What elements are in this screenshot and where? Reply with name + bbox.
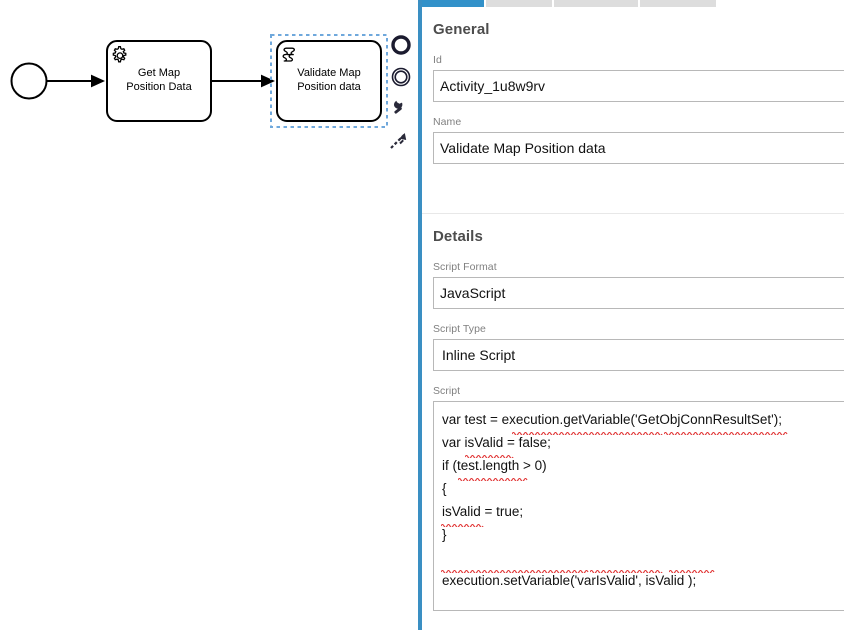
- task-label-line2: Position data: [297, 81, 361, 93]
- service-task-get-map-position-data[interactable]: Get Map Position Data: [106, 40, 212, 122]
- field-script: Script var test = execution.getVariable(…: [433, 384, 844, 611]
- field-script-format: Script Format: [433, 260, 844, 309]
- task-label-line2: Position Data: [126, 81, 192, 93]
- properties-panel: General Id Name Details Script Format Sc…: [422, 0, 844, 630]
- script-type-select[interactable]: Inline Script: [433, 339, 844, 371]
- field-label-id: Id: [433, 54, 442, 66]
- wrench-icon: [393, 100, 403, 114]
- name-input[interactable]: [433, 132, 844, 164]
- group-details: Details Script Format Script Type Inline…: [422, 214, 844, 611]
- append-end-event-button[interactable]: [391, 35, 411, 55]
- field-label-name: Name: [433, 116, 462, 128]
- group-title-details: Details: [433, 228, 483, 245]
- task-label-line1: Get Map: [138, 67, 180, 79]
- circle-thick-icon: [391, 35, 411, 55]
- tab-4[interactable]: [640, 0, 716, 7]
- script-textarea[interactable]: var test = execution.getVariable('GetObj…: [433, 401, 844, 611]
- group-general: General Id Name: [422, 7, 844, 213]
- start-event[interactable]: [10, 62, 48, 100]
- panel-splitter[interactable]: [418, 0, 422, 630]
- script-icon: [282, 47, 295, 62]
- script-format-input[interactable]: [433, 277, 844, 309]
- selection-outline: [270, 34, 388, 128]
- double-circle-icon: [391, 67, 411, 87]
- field-label-script-format: Script Format: [433, 261, 497, 273]
- field-label-script: Script: [433, 385, 461, 397]
- field-label-script-type: Script Type: [433, 323, 486, 335]
- id-input[interactable]: [433, 70, 844, 102]
- gear-icon: [112, 46, 127, 63]
- section-divider: [422, 213, 844, 214]
- change-type-button[interactable]: [389, 99, 405, 114]
- tab-3[interactable]: [554, 0, 638, 7]
- append-intermediate-event-button[interactable]: [391, 67, 411, 87]
- group-title-general: General: [433, 21, 490, 38]
- context-pad[interactable]: [389, 35, 411, 149]
- task-label-line1: Validate Map: [297, 67, 360, 79]
- bpmn-canvas[interactable]: Get Map Position Data Validate Map Posit…: [0, 0, 418, 630]
- field-name: Name: [433, 115, 844, 164]
- connect-button[interactable]: [390, 133, 407, 149]
- tab-2[interactable]: [486, 0, 552, 7]
- script-task-validate-map-position-data[interactable]: Validate Map Position data: [276, 40, 382, 122]
- connection-arrow-icon: [390, 133, 407, 149]
- field-script-type: Script Type Inline Script: [433, 322, 844, 371]
- properties-tab-strip[interactable]: [422, 0, 844, 7]
- tab-general[interactable]: [422, 0, 484, 7]
- field-id: Id: [433, 53, 844, 102]
